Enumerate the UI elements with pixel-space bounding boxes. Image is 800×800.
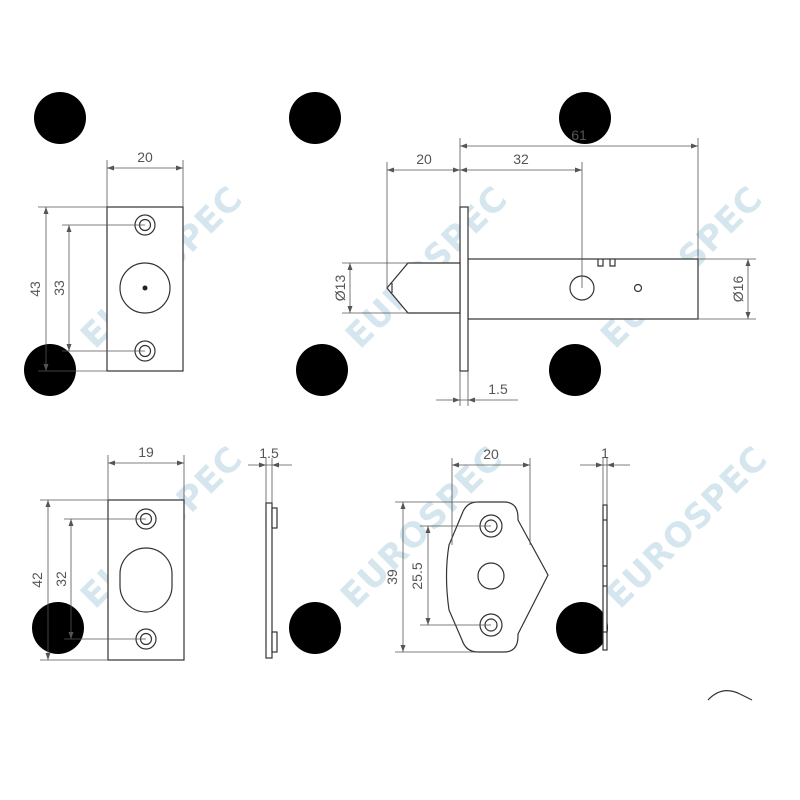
dim-hole-pitch: 25.5	[409, 562, 425, 589]
strike-opening	[119, 547, 173, 613]
dim-plate-thickness: 1.5	[488, 381, 508, 397]
dim-hole-pitch: 32	[53, 571, 69, 587]
dim-bolt-length: 32	[513, 151, 529, 167]
strike-plate-view: 19 42 32	[29, 444, 185, 661]
dim-tip-length: 20	[416, 151, 432, 167]
escutcheon-outline	[445, 501, 549, 653]
dim-width: 20	[483, 446, 499, 462]
dim-height: 39	[384, 569, 400, 585]
dim-width: 20	[137, 149, 153, 165]
dim-body-diameter: Ø16	[730, 276, 746, 303]
eurospec-logo-icon	[24, 344, 76, 396]
eurospec-logo-icon	[296, 344, 348, 396]
eurospec-logo-icon	[34, 92, 86, 144]
bolt-side-view: 61 32 20 Ø13 Ø16 1.5	[332, 127, 756, 406]
eurospec-logo-icon	[556, 602, 608, 654]
strike-lip	[271, 507, 278, 529]
dim-tip-diameter: Ø13	[332, 275, 348, 302]
front-plate-view: 20 43 33	[27, 149, 184, 372]
dim-height: 43	[27, 281, 43, 297]
dim-width: 19	[138, 444, 154, 460]
bolt-body	[467, 258, 699, 320]
dim-overall-length: 61	[571, 127, 587, 143]
cropped-part-outline	[707, 690, 753, 701]
face-plate	[459, 206, 469, 372]
bolt-hole	[119, 262, 171, 314]
eurospec-logo-icon	[289, 92, 341, 144]
strike-side-outline	[265, 502, 273, 659]
eurospec-logo-icon	[32, 602, 84, 654]
dim-hole-pitch: 33	[51, 280, 67, 296]
escutcheon-side-outline	[602, 504, 608, 651]
strike-side-view: 1.5	[248, 445, 292, 659]
eurospec-logo-icon	[549, 344, 601, 396]
bolt-tip	[386, 262, 461, 314]
escutcheon-view: 20 39 25.5	[384, 446, 549, 653]
dim-thickness: 1.5	[259, 445, 279, 461]
dim-thickness: 1	[601, 445, 609, 461]
eurospec-logo-icon	[289, 602, 341, 654]
dim-height: 42	[29, 572, 45, 588]
bolt-centre	[142, 285, 148, 291]
escutcheon-side-view: 1	[580, 445, 630, 651]
bolt-pin-hole	[633, 283, 643, 293]
centre-hole	[477, 562, 505, 590]
strike-lip	[271, 631, 278, 653]
